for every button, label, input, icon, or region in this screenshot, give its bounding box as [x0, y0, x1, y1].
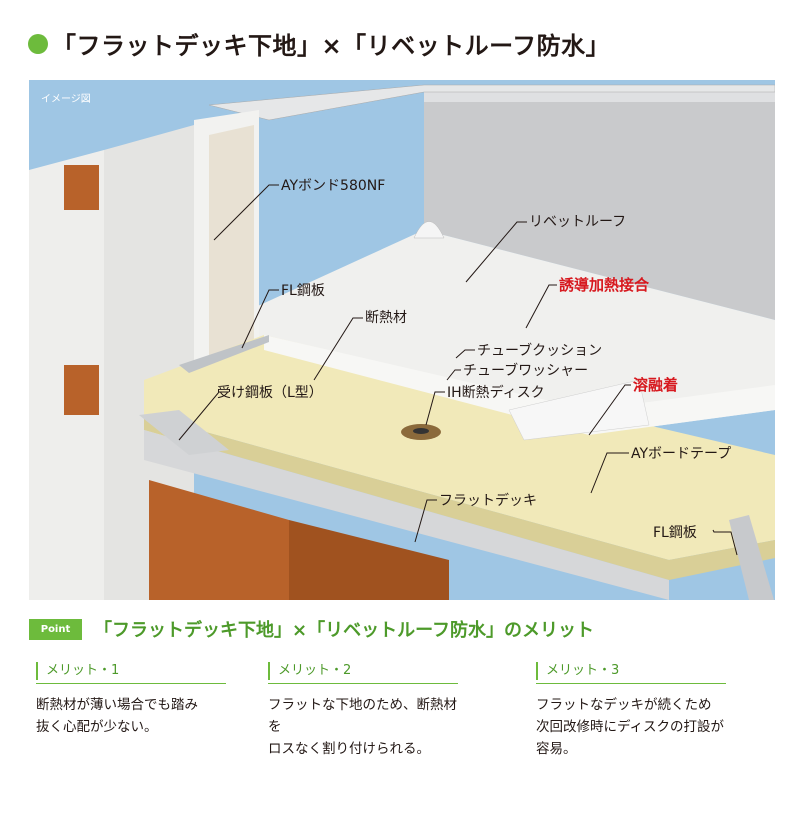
label-ih-disk: IH断熱ディスク — [447, 384, 545, 401]
merit-1-line-2: 抜く心配が少ない。 — [36, 719, 158, 735]
merit-2: メリット・2 フラットな下地のため、断熱材を ロスなく割り付けられる。 — [268, 662, 468, 760]
point-heading: Point 「フラットデッキ下地」×「リベットルーフ防水」のメリット — [29, 616, 594, 642]
point-heading-text: 「フラットデッキ下地」×「リベットルーフ防水」のメリット — [94, 620, 594, 641]
merit-divider — [536, 683, 726, 684]
merit-3-line-2: 次回改修時にディスクの打設が容易。 — [536, 719, 725, 757]
merit-3-body: フラットなデッキが続くため 次回改修時にディスクの打設が容易。 — [536, 694, 736, 760]
merit-2-heading: メリット・2 — [268, 662, 468, 680]
label-l-plate: 受け鋼板（L型） — [217, 385, 323, 401]
label-tube-cushion: チューブクッション — [477, 342, 602, 359]
bullet-dot-icon — [28, 33, 48, 54]
label-flat-deck: フラットデッキ — [439, 492, 537, 509]
page-title-text: 「フラットデッキ下地」×「リベットルーフ防水」 — [52, 32, 611, 60]
merit-1-body: 断熱材が薄い場合でも踏み 抜く心配が少ない。 — [36, 694, 236, 738]
page-title: 「フラットデッキ下地」×「リベットルーフ防水」 — [28, 26, 610, 61]
merit-2-line-2: ロスなく割り付けられる。 — [268, 741, 430, 757]
label-fusion: 溶融着 — [633, 376, 678, 394]
label-insulation: 断熱材 — [365, 310, 407, 326]
construction-illustration: イメージ図 AYボンド580NF リベットルーフ FL鋼板 断熱材 誘導加熱接合… — [29, 80, 775, 600]
label-induction-joint: 誘導加熱接合 — [559, 276, 650, 294]
merit-divider — [36, 683, 226, 684]
label-ay-board-tape: AYボードテープ — [631, 446, 731, 462]
label-fl-plate-top: FL鋼板 — [281, 283, 325, 299]
merit-1-heading: メリット・1 — [36, 662, 236, 680]
merit-2-line-1: フラットな下地のため、断熱材を — [268, 697, 457, 735]
merit-2-body: フラットな下地のため、断熱材を ロスなく割り付けられる。 — [268, 694, 468, 760]
merit-divider — [268, 683, 458, 684]
merit-3-heading: メリット・3 — [536, 662, 736, 680]
label-rivet-roof: リベットルーフ — [529, 214, 626, 230]
merit-3: メリット・3 フラットなデッキが続くため 次回改修時にディスクの打設が容易。 — [536, 662, 736, 760]
merit-1-line-1: 断熱材が薄い場合でも踏み — [36, 697, 198, 713]
label-tube-washer: チューブワッシャー — [463, 362, 588, 379]
label-ay-bond: AYボンド580NF — [281, 178, 385, 194]
merit-3-line-1: フラットなデッキが続くため — [536, 697, 712, 713]
point-badge: Point — [29, 618, 82, 640]
merit-1: メリット・1 断熱材が薄い場合でも踏み 抜く心配が少ない。 — [36, 662, 236, 738]
label-fl-plate-bottom: FL鋼板 — [653, 525, 697, 541]
image-label: イメージ図 — [41, 93, 91, 105]
